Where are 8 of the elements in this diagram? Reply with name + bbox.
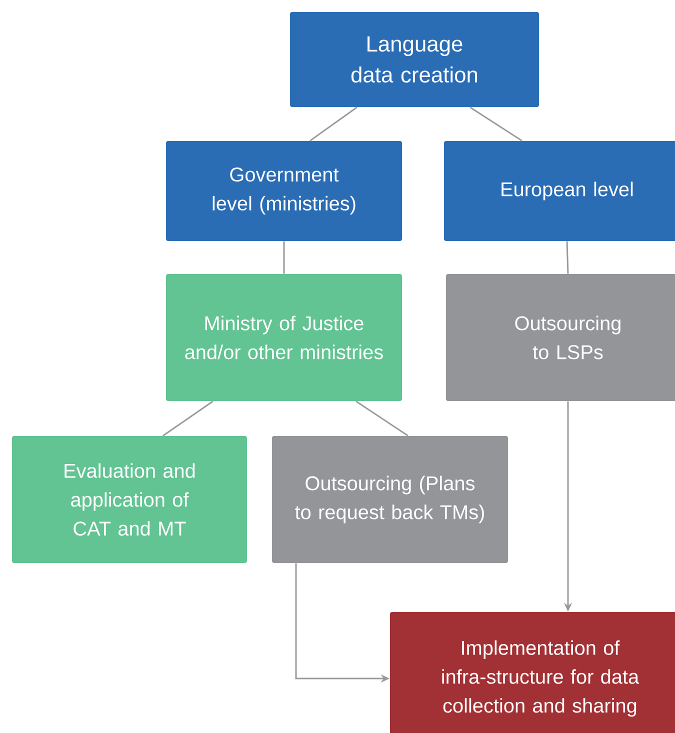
process-box: Outsourcing to LSPs: [446, 274, 675, 401]
process-box: Implementation of infra-structure for data collection and sharing: [390, 612, 675, 733]
process-box: Language data creation: [290, 12, 539, 107]
process-box: European level: [444, 141, 675, 241]
process-box: Government level (ministries): [166, 141, 402, 241]
process-box: Outsourcing (Plans to request back TMs): [272, 436, 508, 563]
process-box: Evaluation and application of CAT and MT: [12, 436, 247, 563]
process-box: Ministry of Justice and/or other ministries: [166, 274, 402, 401]
